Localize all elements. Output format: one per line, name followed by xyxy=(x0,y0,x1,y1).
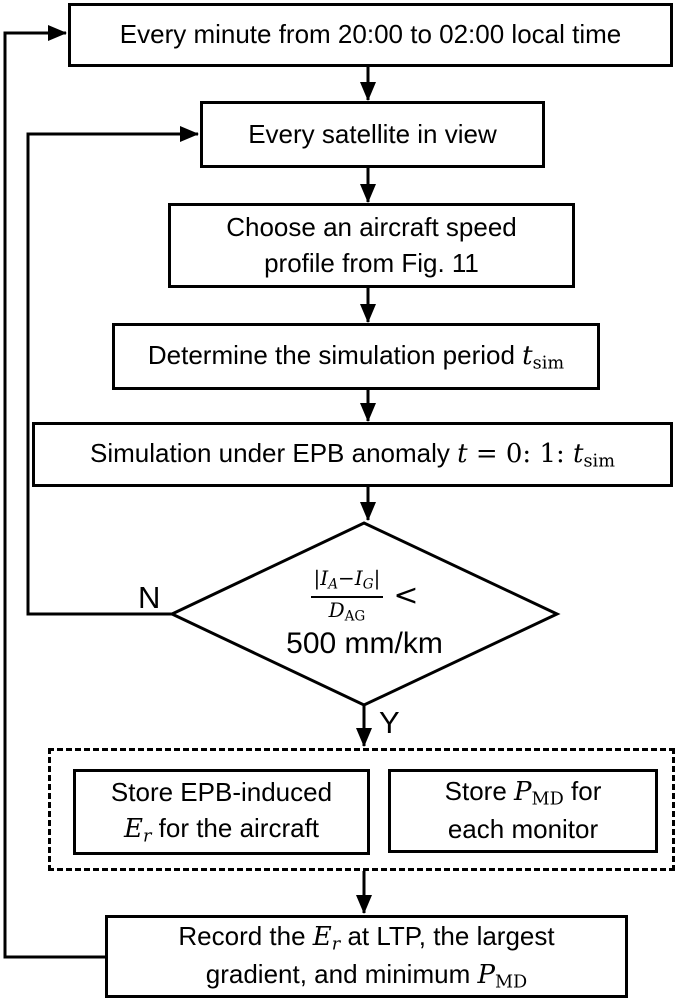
er-sub: r xyxy=(142,826,152,847)
record-line1: Record the Er at LTP, the largest xyxy=(178,919,554,957)
fraction-numerator: |IA−IG| xyxy=(310,566,384,598)
record-er-var: E xyxy=(312,921,332,952)
dag-sub: AG xyxy=(344,607,366,624)
decision-content: |IA−IG| DAG < 500 mm/km xyxy=(172,528,557,700)
pmd-sub: MD xyxy=(531,789,564,810)
simulation-range: = 0: 1: xyxy=(467,438,574,469)
record-pmd-var: P xyxy=(477,959,495,990)
node-every-satellite-label: Every satellite in view xyxy=(248,118,497,149)
store-pmd-line2: each monitor xyxy=(447,813,599,844)
record-er-sub: r xyxy=(331,934,341,955)
store-er-line1: Store EPB-induced xyxy=(110,777,333,808)
ig-var: I xyxy=(354,566,363,591)
minus-sign: − xyxy=(338,566,355,591)
node-every-satellite: Every satellite in view xyxy=(200,101,545,168)
abs-close: | xyxy=(373,566,381,591)
less-than-operator: < xyxy=(393,578,419,613)
branch-yes-label: Y xyxy=(379,705,400,740)
tsim-sub: sim xyxy=(532,353,565,373)
node-record: Record the Er at LTP, the largest gradie… xyxy=(105,915,628,998)
record-pre: Record the xyxy=(178,920,313,951)
node-determine-period: Determine the simulation period tsim xyxy=(112,323,600,390)
simulation-tsim-var: t xyxy=(573,438,584,469)
node-simulation-text: Simulation under EPB anomaly t = 0: 1: t… xyxy=(90,436,615,474)
node-simulation: Simulation under EPB anomaly t = 0: 1: t… xyxy=(32,422,673,487)
abs-open: | xyxy=(313,566,321,591)
fraction-denominator: DAG xyxy=(329,598,366,625)
store-pmd-line1: Store PMD for xyxy=(445,774,602,812)
simulation-t-var: t xyxy=(457,438,468,469)
store-group-container xyxy=(48,748,675,871)
store-pmd-post: for xyxy=(563,776,602,807)
node-every-minute-label: Every minute from 20:00 to 02:00 local t… xyxy=(119,19,622,50)
record-line2-pre: gradient, and minimum xyxy=(205,958,478,989)
threshold-value: 500 mm/km xyxy=(286,626,443,660)
record-line2: gradient, and minimum PMD xyxy=(206,957,527,995)
gradient-fraction: |IA−IG| DAG xyxy=(310,566,384,625)
ia-sub: A xyxy=(328,576,339,593)
record-pmd-sub: MD xyxy=(494,971,528,992)
store-er-rest: for the aircraft xyxy=(151,813,320,844)
node-determine-period-text: Determine the simulation period tsim xyxy=(148,338,564,376)
simulation-prefix: Simulation under EPB anomaly xyxy=(90,437,458,468)
node-store-er: Store EPB-induced Er for the aircraft xyxy=(73,769,370,855)
determine-period-prefix: Determine the simulation period xyxy=(147,339,523,370)
ia-var: I xyxy=(320,566,329,591)
node-choose-profile-line2: profile from Fig. 11 xyxy=(264,247,479,278)
tsim-var: t xyxy=(522,340,533,371)
pmd-var: P xyxy=(514,777,532,808)
node-choose-profile-line1: Choose an aircraft speed xyxy=(226,211,517,242)
node-every-minute: Every minute from 20:00 to 02:00 local t… xyxy=(68,3,673,67)
loop-record-to-n1 xyxy=(3,25,105,959)
decision-condition: |IA−IG| DAG < xyxy=(310,566,419,625)
record-mid: at LTP, the largest xyxy=(340,920,555,951)
dag-var: D xyxy=(328,597,345,622)
loop-no-to-n2 xyxy=(26,126,199,616)
store-er-line2: Er for the aircraft xyxy=(124,811,319,849)
branch-no-label: N xyxy=(138,580,161,615)
node-store-pmd: Store PMD for each monitor xyxy=(388,769,658,853)
er-var: E xyxy=(123,814,143,845)
store-pmd-pre: Store xyxy=(444,776,515,807)
simulation-tsim-sub: sim xyxy=(583,451,615,471)
ig-sub: G xyxy=(362,576,374,593)
decision-diamond xyxy=(168,521,561,707)
node-choose-profile: Choose an aircraft speed profile from Fi… xyxy=(168,203,575,288)
